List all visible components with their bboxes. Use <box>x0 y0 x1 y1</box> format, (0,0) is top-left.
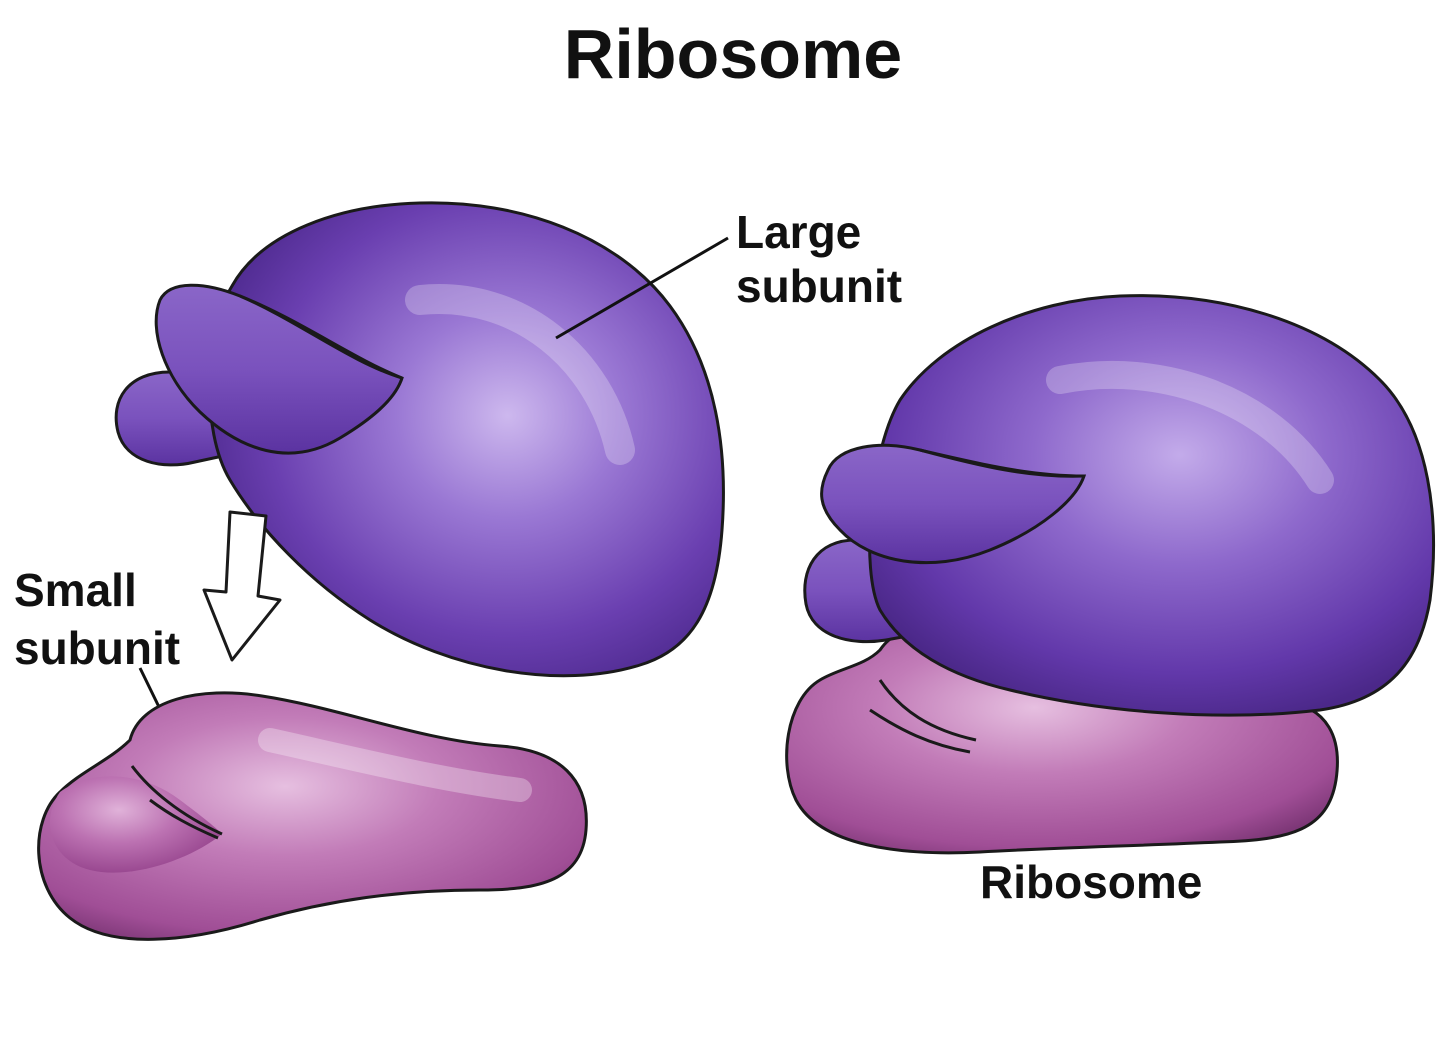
down-arrow-icon <box>202 510 282 662</box>
small-subunit-label-line1: Small <box>14 564 137 616</box>
large-subunit-label-line2: subunit <box>736 260 902 312</box>
large-subunit-leader-line <box>555 236 729 340</box>
assembled-ribosome-label: Ribosome <box>980 856 1202 908</box>
small-subunit-body <box>37 691 588 941</box>
assembled-large-crease <box>919 448 1085 478</box>
small-subunit-crease <box>130 765 223 836</box>
assembled-small-crease <box>878 679 977 742</box>
small-subunit-crease-2 <box>149 798 219 840</box>
large-subunit-highlight <box>405 284 635 465</box>
page-title: Ribosome <box>564 15 902 93</box>
small-subunit-highlight <box>258 728 532 802</box>
assembled-large-body <box>868 294 1435 717</box>
assembled-small-crease-2 <box>869 708 971 754</box>
assembled-large-tongue <box>820 443 1087 565</box>
small-subunit-left <box>37 691 588 941</box>
large-subunit-tongue <box>154 283 404 455</box>
assembled-large-highlight <box>1046 360 1334 494</box>
small-subunit-label-line2: subunit <box>14 622 180 674</box>
large-subunit-left <box>114 201 725 678</box>
large-subunit-label-line1: Large <box>736 206 861 258</box>
large-subunit-crease <box>239 294 403 380</box>
large-subunit-body <box>208 201 725 678</box>
assembled-ribosome <box>785 294 1435 855</box>
small-subunit-front-lobe <box>50 776 222 873</box>
